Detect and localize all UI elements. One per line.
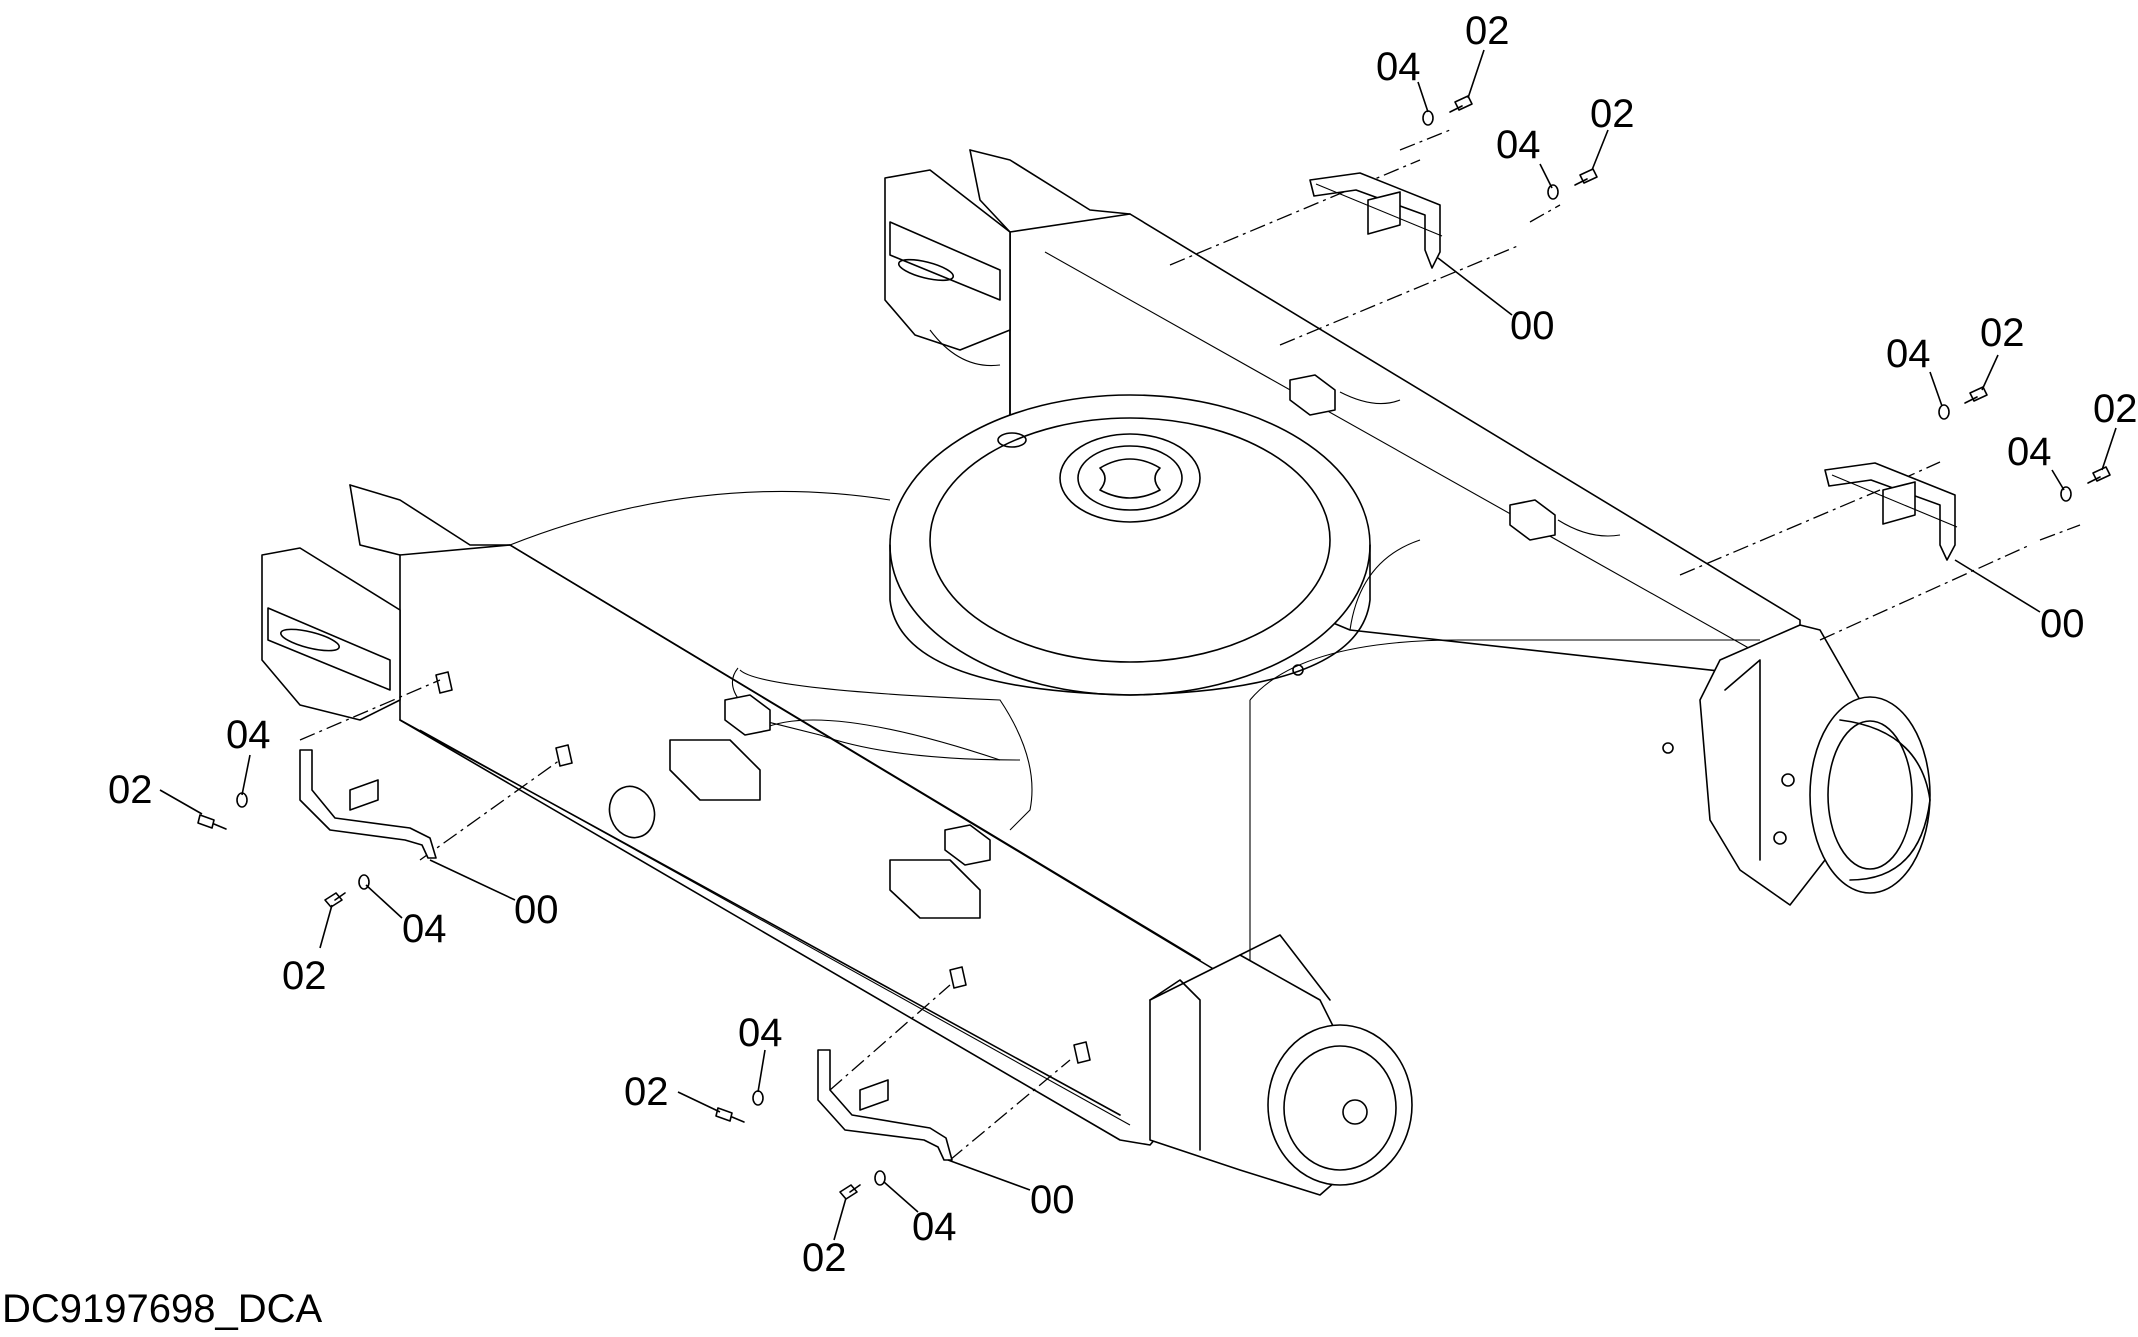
assembly-centerlines (299, 129, 2081, 1161)
front-frame-end (1149, 934, 1413, 1196)
callout-washer: 04 (402, 907, 447, 951)
bolts (197, 95, 2111, 1200)
right-frame-end (1662, 624, 1931, 906)
bracket-lower-left (299, 749, 437, 859)
bracket-upper-right-1 (1309, 172, 1443, 269)
callout-bolt: 02 (2093, 387, 2138, 431)
callout-washer: 04 (912, 1205, 957, 1249)
callout-washer: 04 (226, 713, 271, 757)
access-hole (608, 785, 656, 839)
callout-bolt: 02 (1980, 311, 2025, 355)
washers (236, 110, 2072, 1186)
callout-washer: 04 (1496, 123, 1541, 167)
callout-washer: 04 (1376, 45, 1421, 89)
swing-bearing (889, 394, 1371, 696)
callout-bolt: 02 (108, 768, 153, 812)
document-id: DC9197698_DCA (2, 1287, 323, 1331)
access-hole (669, 739, 761, 801)
callout-washer: 04 (738, 1011, 783, 1055)
callout-bolt: 02 (624, 1070, 669, 1114)
callout-bracket: 00 (1510, 304, 1555, 348)
callout-bracket: 00 (2040, 602, 2085, 646)
callout-bolt: 02 (802, 1236, 847, 1280)
callout-bracket: 00 (514, 888, 559, 932)
bracket-upper-right-2 (1824, 462, 1958, 561)
callout-bracket: 00 (1030, 1178, 1075, 1222)
callouts: 04 02 04 02 00 04 02 04 02 00 04 02 00 0… (108, 9, 2138, 1280)
callout-bolt: 02 (1590, 92, 1635, 136)
callout-washer: 04 (1886, 332, 1931, 376)
callout-bolt: 02 (282, 954, 327, 998)
leader-lines (159, 49, 2117, 1241)
track-frame (261, 149, 1931, 1196)
callout-washer: 04 (2007, 430, 2052, 474)
callout-bolt: 02 (1465, 9, 1510, 53)
bracket-lower-center (817, 1049, 953, 1161)
access-hole (889, 859, 981, 919)
